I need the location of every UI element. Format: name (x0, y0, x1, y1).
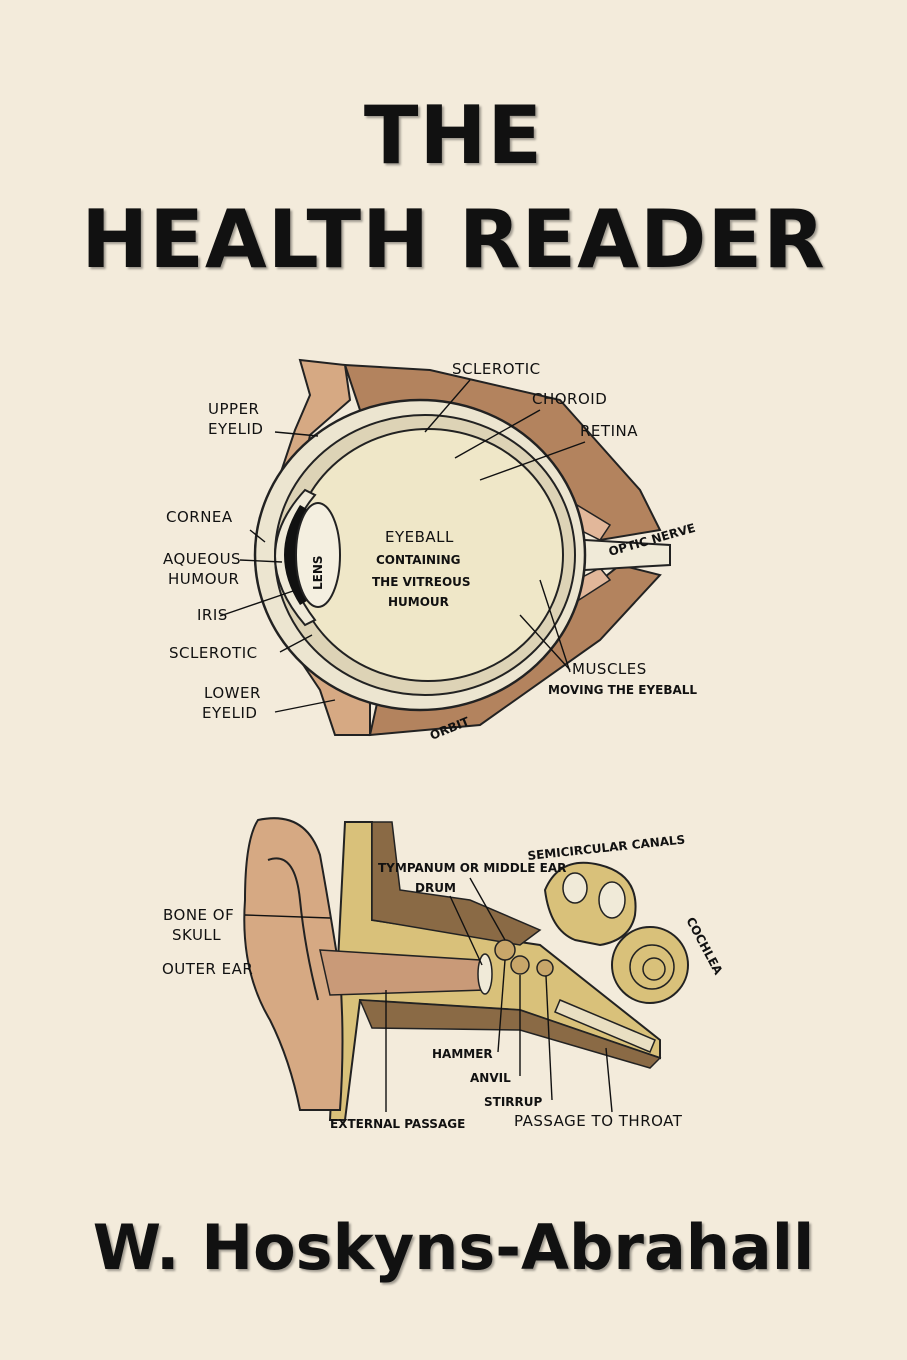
label-humour-aqueous: HUMOUR (168, 570, 239, 588)
label-eyelid-upper: EYELID (208, 420, 263, 438)
label-iris: IRIS (197, 606, 228, 624)
label-aqueous: AQUEOUS (163, 550, 241, 568)
label-external-passage: EXTERNAL PASSAGE (330, 1117, 465, 1131)
label-cornea: CORNEA (166, 508, 233, 526)
anvil-bone (510, 955, 530, 975)
label-upper: UPPER (208, 400, 259, 418)
canal-loop-1 (562, 872, 588, 904)
cochlea-spiral-2 (642, 957, 666, 981)
label-sclerotic-top: SCLEROTIC (452, 360, 541, 378)
label-sclerotic-bottom: SCLEROTIC (169, 644, 258, 662)
label-bone-of: BONE OF (163, 906, 234, 924)
label-choroid: CHOROID (532, 390, 607, 408)
cochlea-spiral-1 (629, 944, 675, 990)
label-outer-ear: OUTER EAR (162, 960, 253, 978)
eye-diagram: SCLEROTIC CHOROID RETINA UPPER EYELID CO… (163, 358, 697, 743)
label-containing: CONTAINING (376, 553, 460, 567)
label-moving-eyeball: MOVING THE EYEBALL (548, 683, 697, 697)
label-anvil: ANVIL (470, 1071, 511, 1085)
title-line-1: THE (363, 89, 544, 182)
outer-ear-fold (267, 857, 319, 1001)
hammer-bone (494, 939, 516, 961)
stirrup-bone (536, 959, 554, 977)
canal-loop-2 (598, 881, 626, 919)
cochlea (611, 926, 689, 1004)
title-line-2: HEALTH READER (81, 193, 826, 286)
label-the-vitreous: THE VITREOUS (372, 575, 471, 589)
label-semicircular-canals: SEMICIRCULAR CANALS (527, 833, 686, 863)
label-stirrup: STIRRUP (484, 1095, 543, 1109)
label-hammer: HAMMER (432, 1047, 493, 1061)
label-eyelid-lower: EYELID (202, 704, 257, 722)
passage-to-throat-tube (554, 999, 656, 1053)
label-passage-to-throat: PASSAGE TO THROAT (514, 1112, 683, 1130)
ear-diagram: SEMICIRCULAR CANALS TYMPANUM OR MIDDLE E… (162, 817, 726, 1131)
label-muscles: MUSCLES (572, 660, 647, 678)
skull-bone-dark (371, 821, 542, 946)
lens (295, 502, 341, 608)
label-humour-vitreous: HUMOUR (388, 595, 449, 609)
label-skull: SKULL (172, 926, 221, 944)
label-lens: LENS (311, 555, 325, 590)
label-lower: LOWER (204, 684, 261, 702)
label-drum: DRUM (415, 881, 456, 895)
label-retina: RETINA (580, 422, 638, 440)
label-tympanum: TYMPANUM OR MIDDLE EAR (378, 861, 566, 875)
label-eyeball: EYEBALL (385, 528, 454, 546)
author-name: W. Hoskyns-Abrahall (92, 1211, 815, 1284)
label-cochlea: COCHLEA (683, 915, 725, 978)
outer-ear (243, 817, 344, 1111)
